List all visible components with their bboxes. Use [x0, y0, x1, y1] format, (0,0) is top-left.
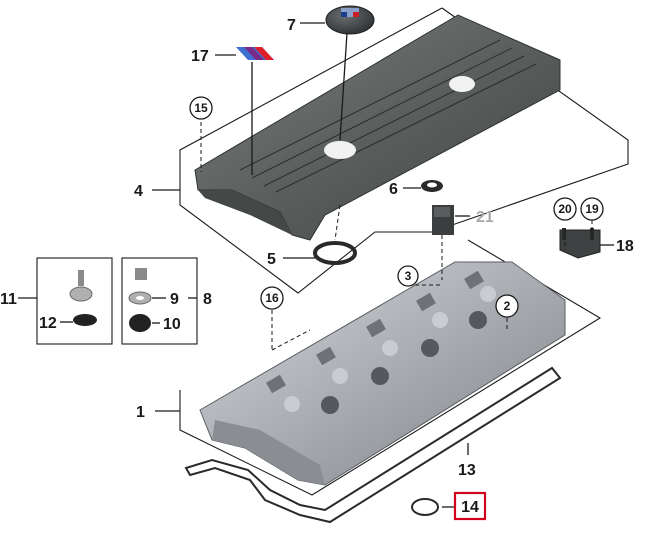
valve-cover-gasket	[184, 366, 562, 524]
callout-11: 11	[0, 291, 17, 308]
seal-ring-part-14	[411, 498, 439, 516]
callout-16: 16	[265, 291, 279, 305]
valve-cover	[199, 261, 566, 486]
callout-21: 21	[476, 209, 494, 226]
grommet-part-6-hole	[427, 182, 437, 188]
engine-cover-frame	[179, 7, 629, 294]
callout-19: 19	[585, 202, 599, 216]
callout-14-highlight[interactable]: 14	[453, 491, 487, 521]
callout-20-circle: 20	[553, 197, 577, 221]
callout-17: 17	[191, 48, 209, 65]
callout-12: 12	[39, 315, 57, 332]
m-badge-emblem	[236, 47, 274, 60]
callout-18: 18	[616, 238, 634, 255]
callout-8: 8	[203, 291, 212, 308]
seal-ring-part-5	[313, 241, 357, 265]
engine-cover	[194, 14, 561, 241]
callout-19-circle: 19	[580, 197, 604, 221]
callout-4: 4	[134, 183, 143, 200]
callout-2: 2	[504, 299, 511, 313]
leader-lines	[18, 22, 614, 508]
bracket-part-18	[559, 228, 601, 259]
callout-1: 1	[136, 404, 145, 421]
callout-16-circle: 16	[260, 286, 284, 310]
box-parts-11-12	[36, 257, 113, 345]
callout-7: 7	[287, 17, 296, 34]
callout-14: 14	[461, 499, 479, 516]
callout-20: 20	[558, 202, 572, 216]
bracket-part-21	[432, 205, 454, 235]
callout-13: 13	[458, 462, 476, 479]
valve-cover-frame	[179, 239, 602, 496]
callout-6: 6	[389, 181, 398, 198]
callout-9: 9	[170, 291, 179, 308]
callout-15: 15	[194, 101, 208, 115]
callout-2-circle: 2	[495, 294, 519, 318]
callout-3-circle: 3	[397, 265, 419, 287]
callout-10: 10	[163, 316, 181, 333]
callout-15-circle: 15	[189, 96, 213, 120]
callout-5: 5	[267, 251, 276, 268]
box-parts-8-9-10	[121, 257, 198, 345]
callout-3: 3	[405, 269, 412, 283]
oil-filler-cap	[325, 5, 375, 35]
